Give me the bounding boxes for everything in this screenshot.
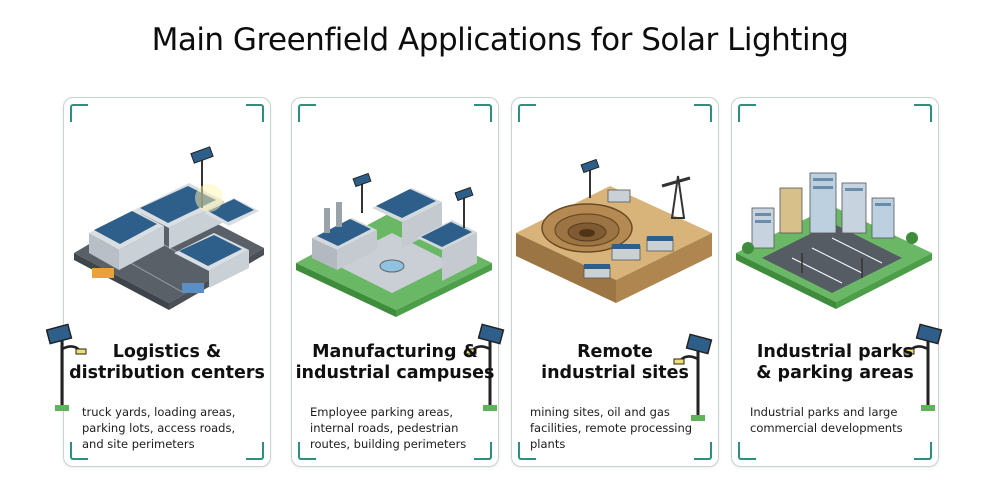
card-description-line: truck yards, loading areas,	[82, 405, 236, 419]
corner-bracket	[518, 442, 536, 460]
card-heading-line: distribution centers	[69, 363, 265, 383]
factory-campus-illustration	[296, 172, 492, 317]
corner-bracket	[246, 442, 264, 460]
corner-bracket	[914, 442, 932, 460]
card-description-line: plants	[530, 437, 566, 451]
card-heading-line: Industrial parks	[756, 342, 914, 362]
card-description-line: internal roads, pedestrian	[310, 421, 459, 435]
card-description-line: and site perimeters	[82, 437, 195, 451]
card-description-line: commercial developments	[750, 421, 903, 435]
card-description: Industrial parks and large commercial de…	[750, 404, 928, 436]
card-description-line: routes, building perimeters	[310, 437, 467, 451]
solar-street-lamp-icon	[673, 333, 713, 421]
solar-street-lamp-icon	[903, 323, 943, 411]
card-description-line: Employee parking areas,	[310, 405, 454, 419]
card-description-line: mining sites, oil and gas	[530, 405, 670, 419]
corner-bracket	[474, 104, 492, 122]
card-heading: Logistics & distribution centers	[64, 342, 270, 384]
corner-bracket	[474, 442, 492, 460]
card-description: Employee parking areas, internal roads, …	[310, 404, 488, 452]
corner-bracket	[70, 442, 88, 460]
card-heading: Industrial parks & parking areas	[732, 342, 938, 384]
corner-bracket	[246, 104, 264, 122]
card-description: truck yards, loading areas, parking lots…	[82, 404, 260, 452]
page-title: Main Greenfield Applications for Solar L…	[151, 22, 849, 58]
card-heading-line: industrial sites	[541, 363, 689, 383]
office-parking-illustration	[736, 172, 932, 309]
card-description-line: facilities, remote processing	[530, 421, 693, 435]
card-heading: Remote industrial sites	[512, 342, 718, 384]
solar-street-lamp-icon	[46, 323, 87, 411]
card-description: mining sites, oil and gas facilities, re…	[530, 404, 708, 452]
card-heading-line: & parking areas	[756, 363, 914, 383]
open-pit-mine-illustration	[516, 158, 712, 303]
corner-bracket	[298, 442, 316, 460]
card-remote-sites: Remote industrial sites mining sites, oi…	[511, 97, 719, 467]
corner-bracket	[694, 442, 712, 460]
warehouse-scene-illustration	[74, 146, 264, 310]
card-heading-line: Remote	[577, 342, 653, 362]
card-heading-line: industrial campuses	[295, 363, 495, 383]
corner-bracket	[518, 104, 536, 122]
card-manufacturing: Manufacturing & industrial campuses Empl…	[291, 97, 505, 467]
corner-bracket	[738, 104, 756, 122]
card-heading: Manufacturing & industrial campuses	[292, 342, 498, 384]
corner-bracket	[694, 104, 712, 122]
card-heading-line: Manufacturing &	[312, 342, 478, 362]
card-industrial-parks: Industrial parks & parking areas Industr…	[731, 97, 943, 467]
card-description-line: parking lots, access roads,	[82, 421, 236, 435]
corner-bracket	[298, 104, 316, 122]
solar-street-lamp-icon	[465, 323, 505, 411]
corner-bracket	[70, 104, 88, 122]
corner-bracket	[914, 104, 932, 122]
card-description-line: Industrial parks and large	[750, 405, 898, 419]
card-heading-line: Logistics &	[112, 342, 222, 362]
corner-bracket	[738, 442, 756, 460]
card-logistics: Logistics & distribution centers truck y…	[46, 97, 271, 467]
